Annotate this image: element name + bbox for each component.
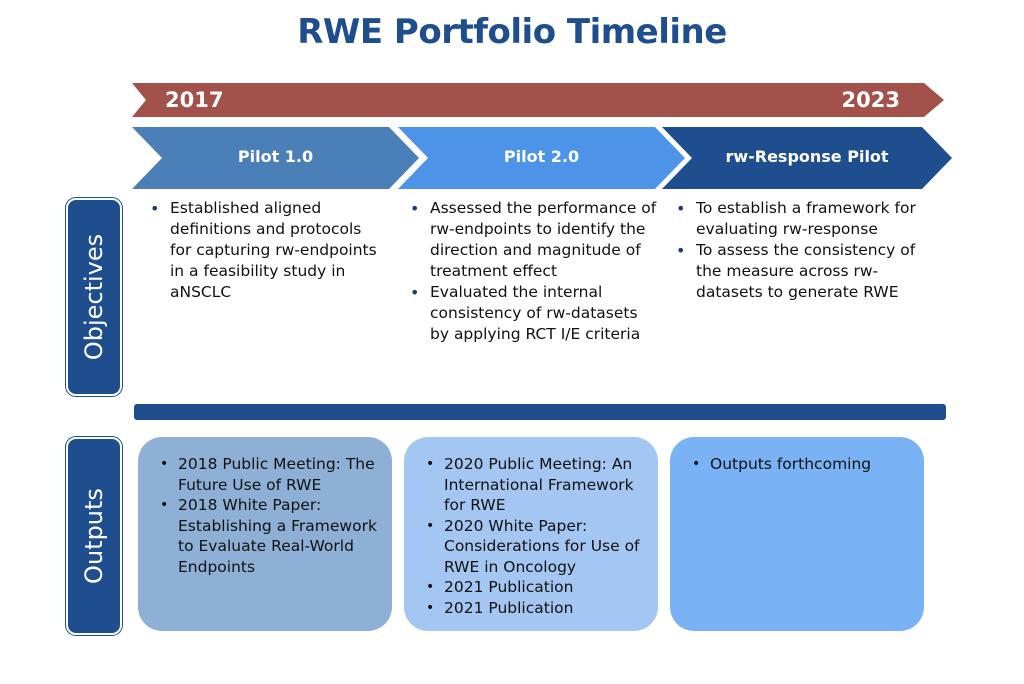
pilot-2-label: Pilot 2.0 <box>503 147 580 166</box>
outputs-pilot-1: 2018 Public Meeting: The Future Use of R… <box>138 437 392 631</box>
objectives-label-text: Objectives <box>80 233 108 361</box>
objectives-pilot-3: To establish a framework for evaluating … <box>674 198 924 303</box>
objectives-pilot-1: Established aligned definitions and prot… <box>148 198 378 303</box>
pilot-1-label: Pilot 1.0 <box>237 147 314 166</box>
outputs-pilot-3: Outputs forthcoming <box>670 437 924 631</box>
output-item: 2021 Publication <box>426 598 658 619</box>
outputs-label-text: Outputs <box>80 488 108 584</box>
section-divider-bar <box>134 404 946 420</box>
objective-item: Evaluated the internal consistency of rw… <box>410 282 660 345</box>
output-item: 2018 White Paper: Establishing a Framewo… <box>160 495 392 577</box>
objectives-pilot-2: Assessed the performance of rw-endpoints… <box>408 198 660 345</box>
output-item: 2020 White Paper: Considerations for Use… <box>426 516 658 578</box>
pilot-2-chevron: Pilot 2.0 <box>398 127 685 189</box>
objective-item: To assess the consistency of the measure… <box>676 240 924 303</box>
output-item: 2020 Public Meeting: An International Fr… <box>426 454 658 516</box>
output-item: Outputs forthcoming <box>692 454 924 475</box>
pilot-3-chevron: rw-Response Pilot <box>662 127 952 189</box>
output-item: 2018 Public Meeting: The Future Use of R… <box>160 454 392 495</box>
year-timeline-arrow: 2017 2023 <box>132 83 944 117</box>
objective-item: Established aligned definitions and prot… <box>150 198 378 303</box>
page-title: RWE Portfolio Timeline <box>297 12 727 52</box>
output-item: 2021 Publication <box>426 577 658 598</box>
objective-item: To establish a framework for evaluating … <box>676 198 924 240</box>
objective-item: Assessed the performance of rw-endpoints… <box>410 198 660 282</box>
objectives-row-label: Objectives <box>66 198 122 396</box>
start-year: 2017 <box>165 88 224 112</box>
pilot-1-chevron: Pilot 1.0 <box>132 127 419 189</box>
outputs-row-label: Outputs <box>66 437 122 635</box>
pilot-3-label: rw-Response Pilot <box>725 147 889 166</box>
end-year: 2023 <box>841 88 900 112</box>
outputs-pilot-2: 2020 Public Meeting: An International Fr… <box>404 437 658 631</box>
